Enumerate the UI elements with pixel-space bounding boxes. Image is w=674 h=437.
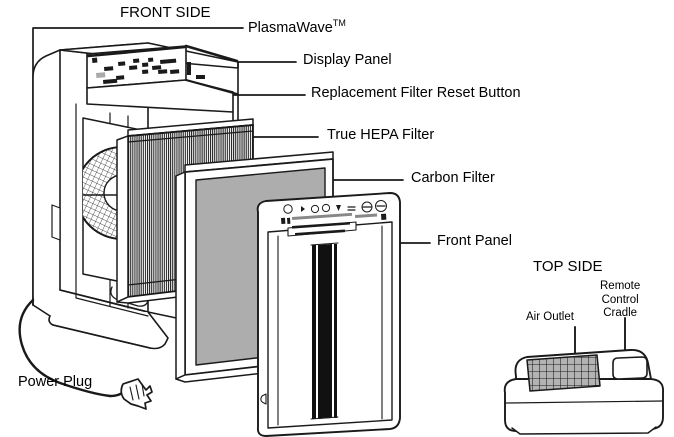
top-side-unit	[503, 349, 664, 435]
remote-cradle-line-2: Control	[601, 293, 639, 306]
power-plug	[120, 378, 153, 410]
label-air-outlet: Air Outlet	[526, 311, 574, 323]
label-front-panel: Front Panel	[437, 233, 512, 249]
trademark-mark: TM	[332, 18, 346, 28]
label-hepa-filter: True HEPA Filter	[327, 127, 435, 143]
remote-cradle-line-1: Remote	[600, 280, 641, 292]
label-carbon-filter: Carbon Filter	[411, 170, 495, 186]
label-remote-control-cradle: Remote Control Cradle	[600, 280, 640, 321]
display-panel-controls	[92, 57, 205, 84]
remote-cradle-line-3: Cradle	[603, 307, 638, 320]
front-side-title: FRONT SIDE	[120, 4, 211, 21]
front-panel	[256, 192, 401, 437]
label-reset-button: Replacement Filter Reset Button	[311, 85, 521, 101]
label-plasmawave: PlasmaWaveTM	[248, 18, 346, 36]
label-power-plug: Power Plug	[18, 374, 93, 390]
label-plasmawave-text: PlasmaWave	[248, 19, 333, 36]
top-side-title: TOP SIDE	[533, 258, 603, 275]
label-display-panel: Display Panel	[303, 52, 392, 68]
